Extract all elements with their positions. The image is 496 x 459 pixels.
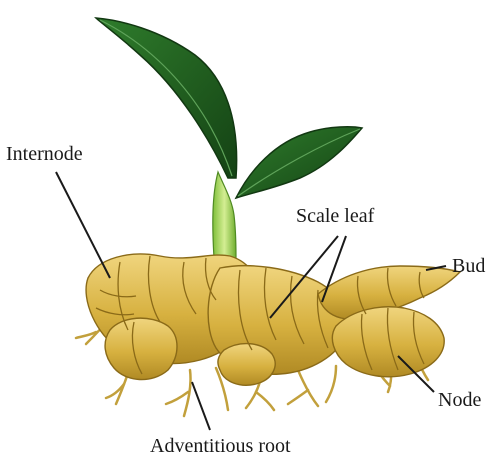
rhizome-right-lobe — [332, 307, 444, 377]
label-adventitious-root: Adventitious root — [150, 435, 291, 457]
pseudostem — [213, 172, 236, 258]
label-node: Node — [438, 389, 481, 411]
rhizome-front-knob — [105, 318, 177, 379]
label-internode: Internode — [6, 143, 83, 165]
rhizome — [86, 254, 460, 385]
adventitious-root-leader — [192, 382, 210, 430]
internode-leader — [56, 172, 110, 278]
upper-leaf — [96, 18, 237, 178]
rhizome-lower-knob — [218, 344, 275, 386]
label-bud: Bud — [452, 255, 485, 277]
label-scale-leaf: Scale leaf — [296, 205, 375, 227]
lower-leaf — [236, 127, 362, 198]
